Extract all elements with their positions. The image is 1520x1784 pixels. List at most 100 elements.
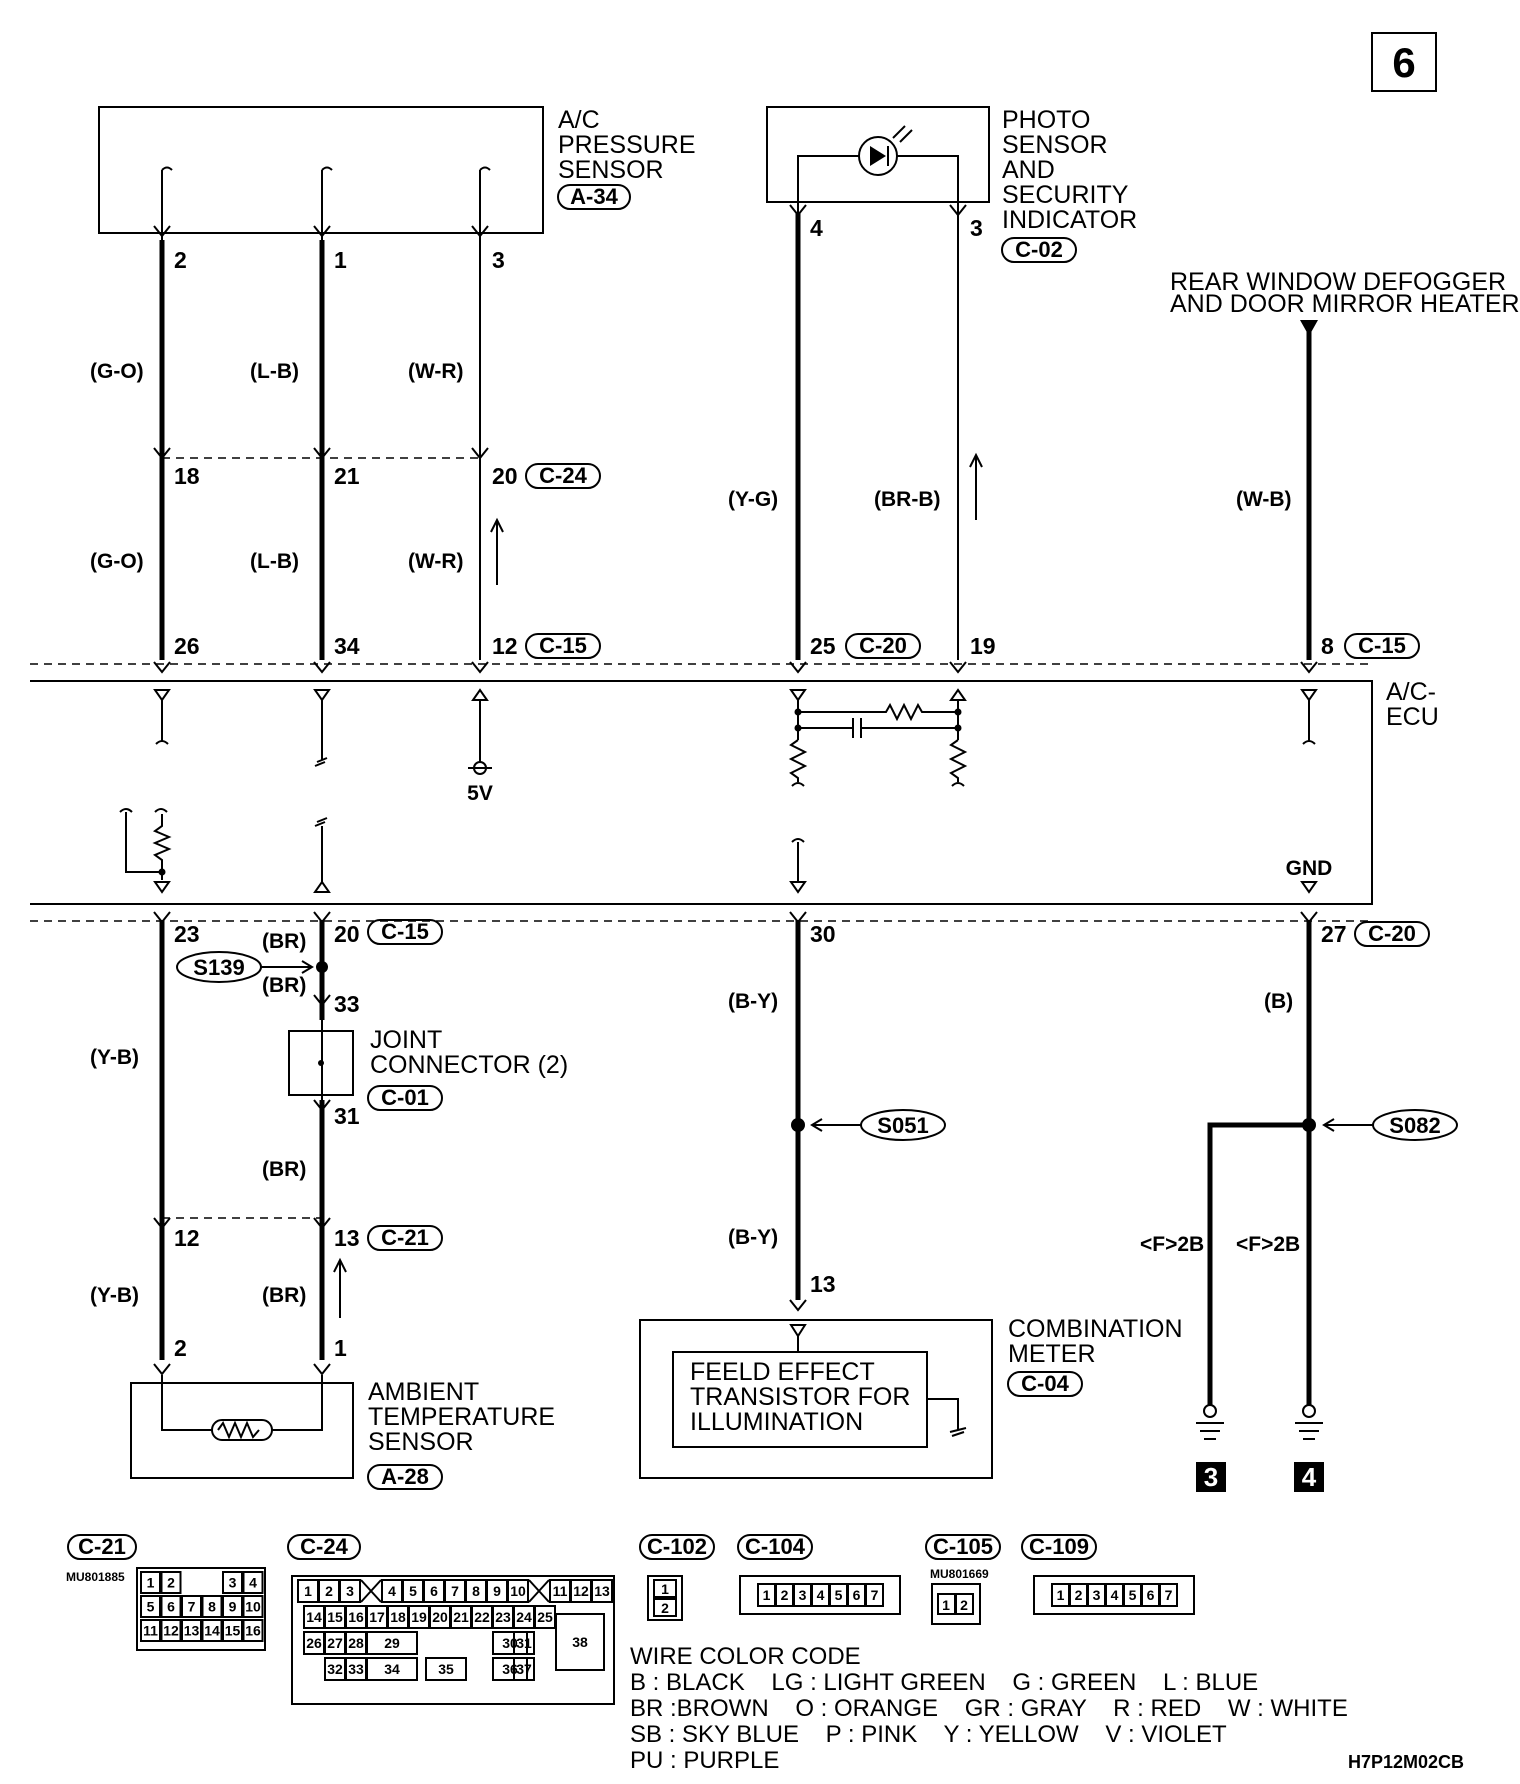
svg-text:4: 4: [810, 215, 823, 241]
c21-cell: [201, 1595, 223, 1618]
svg-text:12: 12: [174, 1225, 200, 1251]
c24-pin: 4: [388, 1583, 396, 1599]
c21-cell: [160, 1595, 182, 1618]
c24-pin: 26: [306, 1635, 322, 1651]
svg-text:2: 2: [174, 247, 187, 273]
upper-wire-colors: (G-O) (L-B) (W-R) (G-O) (L-B) (W-R) (Y-G…: [90, 360, 1292, 573]
lower-wire-colors: (BR) (BR) (Y-B) (BR) (Y-B) (BR) (B-Y) (B…: [90, 930, 1293, 1307]
svg-text:30: 30: [810, 921, 836, 947]
connector-view-c102: C-102 1 2: [639, 1534, 715, 1621]
c24-pin: 38: [572, 1634, 588, 1650]
svg-text:TRANSISTOR FOR: TRANSISTOR FOR: [690, 1383, 910, 1411]
c104-pin: 4: [817, 1587, 825, 1603]
ac-sensor-leads: [161, 166, 491, 240]
svg-text:(W-R): (W-R): [408, 360, 464, 383]
c21-cell: [160, 1619, 182, 1642]
ground-symbols: <F>2B <F>2B 3 4: [1140, 1233, 1324, 1492]
c104-cell: [865, 1583, 884, 1607]
c24-pin: 21: [453, 1609, 469, 1625]
svg-text:(BR-B): (BR-B): [874, 488, 940, 511]
c24-cell: [339, 1579, 361, 1603]
joint-connector-label: JOINT CONNECTOR (2): [370, 1026, 568, 1079]
svg-text:(W-B): (W-B): [1236, 488, 1292, 511]
page-number: 6: [1392, 39, 1415, 86]
ac-ecu-box: [30, 663, 1373, 922]
lower-connector-badges: C-15 C-20 C-21: [367, 919, 1430, 1251]
meter-terminal: [789, 1324, 807, 1352]
lower-wires: [153, 911, 1318, 1405]
svg-text:A/C: A/C: [558, 106, 600, 134]
svg-text:12: 12: [492, 633, 518, 659]
svg-text:COMBINATION: COMBINATION: [1008, 1315, 1183, 1343]
svg-text:34: 34: [334, 633, 360, 659]
svg-text:20: 20: [492, 463, 518, 489]
c24-pin: 32: [327, 1661, 343, 1677]
svg-text:(B-Y): (B-Y): [728, 1226, 778, 1249]
svg-text:PRESSURE: PRESSURE: [558, 131, 696, 159]
c21-cell: [242, 1595, 264, 1618]
c21-cell: [242, 1619, 264, 1642]
svg-text:4: 4: [1302, 1462, 1317, 1492]
c24-pin: 10: [510, 1583, 526, 1599]
c24-cell: [492, 1657, 528, 1681]
ac-pressure-sensor-label: A/C PRESSURE SENSOR: [558, 106, 696, 184]
c109-cell: [1159, 1583, 1178, 1607]
c24-pin: 20: [432, 1609, 448, 1625]
svg-text:PHOTO: PHOTO: [1002, 106, 1090, 134]
svg-text:BR :BROWN O : ORANGE GR: BR :BROWN O : ORANGE GR : GRAY R : RED W…: [630, 1695, 1348, 1722]
c21-cell: [222, 1571, 243, 1594]
c21-pin: 7: [188, 1599, 196, 1615]
c24-pin: 12: [573, 1583, 589, 1599]
ecu-internals: 5V GND: [119, 688, 1333, 894]
connector-a28-badge: [367, 1464, 443, 1490]
c24-pin: 7: [451, 1583, 459, 1599]
svg-text:33: 33: [334, 991, 360, 1017]
c109-pin: 7: [1165, 1587, 1173, 1603]
c24-pin: 9: [493, 1583, 501, 1599]
svg-text:8: 8: [1321, 633, 1334, 659]
svg-text:B : BLACK LG : LIGHT GREEN: B : BLACK LG : LIGHT GREEN G : GREEN L :…: [630, 1669, 1258, 1696]
c24-pin: 6: [430, 1583, 438, 1599]
c21-pin: 4: [249, 1575, 257, 1591]
svg-text:C-24: C-24: [300, 1534, 348, 1559]
combination-meter-label: COMBINATION METER: [1008, 1315, 1183, 1368]
c24-pin: 17: [369, 1609, 385, 1625]
c24-pin: 19: [411, 1609, 427, 1625]
svg-text:A/C-: A/C-: [1386, 678, 1436, 706]
c104-pin: 2: [781, 1587, 789, 1603]
c24-pin: 1: [304, 1583, 312, 1599]
ac-ecu-label: A/C- ECU: [1386, 678, 1439, 731]
c24-pin: 15: [327, 1609, 343, 1625]
svg-text:GND: GND: [1286, 857, 1333, 880]
connector-a34: A-34: [570, 184, 618, 209]
svg-text:TEMPERATURE: TEMPERATURE: [368, 1403, 555, 1431]
svg-text:(B-Y): (B-Y): [728, 990, 778, 1013]
c21-cell: [140, 1595, 161, 1618]
upper-wires: [153, 204, 1318, 674]
fet-label: FEELD EFFECT TRANSISTOR FOR ILLUMINATION: [690, 1358, 910, 1436]
connector-c02-badge: [1001, 237, 1077, 263]
c24-pin: 29: [384, 1635, 400, 1651]
c21-pin: 13: [184, 1623, 200, 1639]
c21-pin: 9: [229, 1599, 237, 1615]
svg-text:SENSOR: SENSOR: [368, 1428, 474, 1456]
c21-cell: [201, 1619, 223, 1642]
c24-cell: [492, 1631, 528, 1655]
c21-cell: [140, 1571, 161, 1594]
svg-text:MU801669: MU801669: [930, 1567, 989, 1581]
c21-pin: 14: [204, 1623, 220, 1639]
upper-pin-numbers: 2 1 3 4 3 18 21 20 26 34 12 25 19 8: [174, 215, 1334, 659]
svg-text:25: 25: [810, 633, 836, 659]
rear-defogger-label: REAR WINDOW DEFOGGER AND DOOR MIRROR HEA…: [1170, 268, 1520, 318]
svg-text:1: 1: [942, 1597, 950, 1613]
svg-text:C-109: C-109: [1029, 1534, 1089, 1559]
combination-meter-box: [639, 1319, 993, 1479]
svg-text:C-102: C-102: [647, 1534, 707, 1559]
svg-text:S082: S082: [1389, 1113, 1440, 1138]
svg-text:JOINT: JOINT: [370, 1026, 442, 1054]
c24-cell: [591, 1579, 613, 1603]
c21-pin: 16: [245, 1623, 261, 1639]
c21-pin: 3: [229, 1575, 237, 1591]
svg-text:SENSOR: SENSOR: [558, 156, 664, 184]
